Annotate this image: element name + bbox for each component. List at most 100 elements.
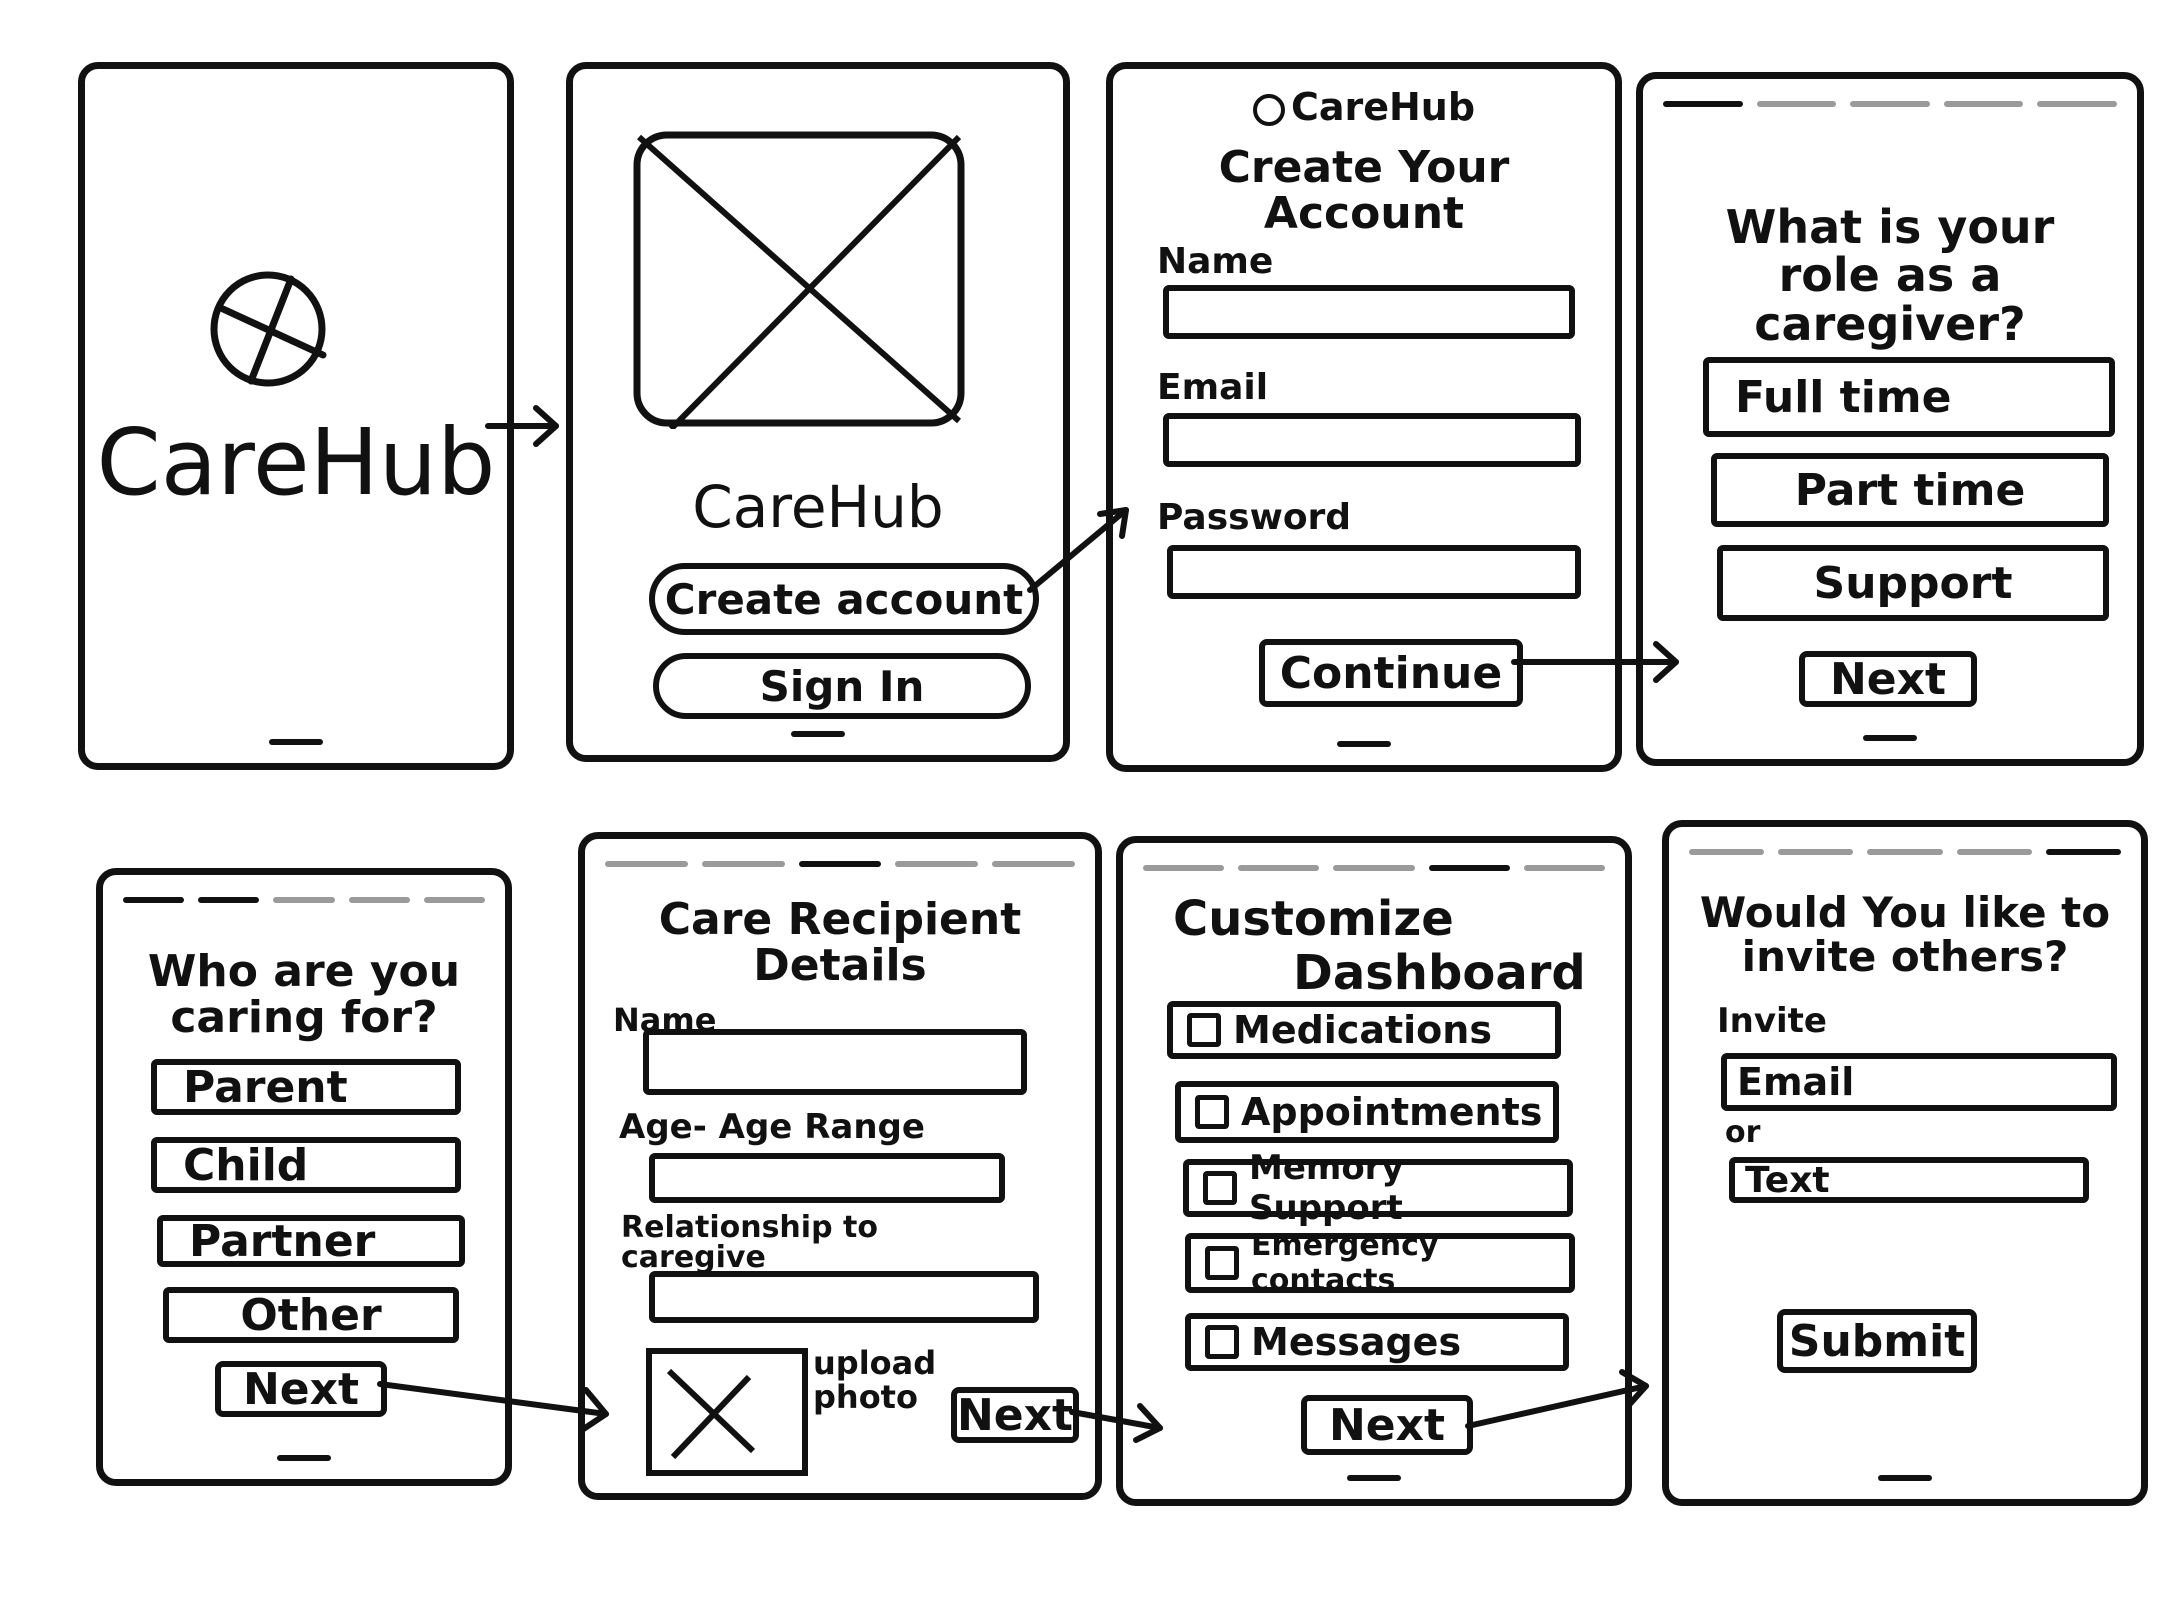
progress-step	[2045, 849, 2122, 855]
invite-email-option[interactable]: Email	[1721, 1053, 2117, 1111]
option-label: Appointments	[1241, 1090, 1543, 1134]
page-title-line2: Dashboard	[1293, 945, 1586, 1001]
progress-step	[1850, 101, 1930, 107]
app-name: CareHub	[96, 409, 496, 516]
name-label: Name	[1157, 241, 1274, 282]
progress-step	[1663, 101, 1743, 107]
screen-welcome: CareHub Create account Sign In	[566, 62, 1070, 762]
home-indicator	[277, 1455, 331, 1461]
option-messages[interactable]: Messages	[1185, 1313, 1569, 1371]
continue-button[interactable]: Continue	[1259, 639, 1523, 707]
home-indicator	[1878, 1475, 1932, 1481]
name-input[interactable]	[1163, 285, 1575, 339]
image-placeholder-icon	[633, 131, 965, 429]
option-other[interactable]: Other	[163, 1287, 459, 1343]
recipient-name-input[interactable]	[643, 1029, 1027, 1095]
progress-step	[1943, 101, 2024, 107]
carehub-logo-icon	[210, 271, 327, 387]
checkbox-icon[interactable]	[1187, 1013, 1221, 1047]
option-full-time[interactable]: Full time	[1703, 357, 2115, 437]
progress-step	[123, 897, 185, 903]
brand-name: CareHub	[1290, 85, 1476, 129]
progress-step	[1238, 865, 1320, 871]
checkbox-icon[interactable]	[1203, 1171, 1237, 1205]
home-indicator	[1337, 741, 1391, 747]
next-button[interactable]: Next	[951, 1387, 1079, 1443]
page-title: Create Your Account	[1218, 142, 1510, 240]
question-title: What is your role as a caregiver?	[1725, 200, 2055, 351]
upload-photo-label: upload photo	[813, 1344, 937, 1416]
home-indicator	[1347, 1475, 1401, 1481]
screen-caring-for: Who are you caring for? Parent Child Par…	[96, 868, 512, 1486]
question-title: Would You like to invite others?	[1699, 888, 2111, 982]
progress-step	[1333, 865, 1415, 871]
checkbox-icon[interactable]	[1195, 1095, 1229, 1129]
option-parent[interactable]: Parent	[151, 1059, 461, 1115]
progress-step	[1523, 865, 1606, 871]
option-memory-support[interactable]: Memory Support	[1183, 1148, 1573, 1228]
progress-bar	[123, 897, 486, 903]
checkbox-icon[interactable]	[1205, 1325, 1239, 1359]
password-label: Password	[1157, 497, 1352, 538]
sign-in-button[interactable]: Sign In	[653, 653, 1031, 719]
option-medications[interactable]: Medications	[1167, 1001, 1561, 1059]
invite-text-option[interactable]: Text	[1729, 1157, 2089, 1203]
or-label: or	[1725, 1115, 1761, 1150]
progress-step	[605, 861, 688, 867]
option-label: Messages	[1251, 1320, 1462, 1364]
home-indicator	[791, 731, 845, 737]
progress-step	[273, 897, 335, 903]
progress-step	[348, 897, 410, 903]
option-support[interactable]: Support	[1717, 545, 2109, 621]
brand-header: CareHub	[1113, 85, 1615, 129]
create-account-button[interactable]: Create account	[649, 563, 1039, 635]
option-label: Emergency contacts	[1251, 1228, 1439, 1298]
email-label: Email	[1157, 367, 1269, 408]
screen-customize-dashboard: Customize Dashboard Medications Appointm…	[1116, 836, 1632, 1506]
submit-button[interactable]: Submit	[1777, 1309, 1977, 1373]
question-title: Who are you caring for?	[147, 946, 461, 1044]
option-child[interactable]: Child	[151, 1137, 461, 1193]
password-input[interactable]	[1167, 545, 1581, 599]
progress-bar	[1689, 849, 2122, 855]
option-appointments[interactable]: Appointments	[1175, 1081, 1559, 1143]
option-part-time[interactable]: Part time	[1711, 453, 2109, 527]
age-label: Age- Age Range	[619, 1107, 925, 1147]
next-button[interactable]: Next	[1301, 1395, 1473, 1455]
next-button[interactable]: Next	[1799, 651, 1977, 707]
progress-step	[1778, 849, 1854, 855]
screen-invite-others: Would You like to invite others? Invite …	[1662, 820, 2148, 1506]
email-input[interactable]	[1163, 413, 1581, 467]
app-name: CareHub	[692, 473, 944, 541]
progress-step	[198, 897, 260, 903]
progress-step	[2037, 101, 2117, 107]
progress-step	[423, 897, 486, 903]
progress-step	[1143, 865, 1225, 871]
screen-caregiver-role: What is your role as a caregiver? Full t…	[1636, 72, 2144, 766]
checkbox-icon[interactable]	[1205, 1246, 1239, 1280]
relationship-input[interactable]	[649, 1271, 1039, 1323]
carehub-logo-icon	[1252, 93, 1285, 126]
progress-step	[1428, 865, 1510, 871]
relationship-label: Relationship to caregive	[621, 1210, 878, 1275]
age-input[interactable]	[649, 1153, 1005, 1203]
photo-placeholder-icon[interactable]	[645, 1347, 809, 1477]
screen-create-account: CareHub Create Your Account Name Email P…	[1106, 62, 1622, 772]
next-button[interactable]: Next	[215, 1361, 387, 1417]
progress-bar	[1143, 865, 1606, 871]
progress-step	[1867, 849, 1943, 855]
home-indicator	[1863, 735, 1917, 741]
page-title-line1: Customize	[1173, 891, 1454, 947]
progress-step	[1756, 101, 1837, 107]
screen-splash: CareHub	[78, 62, 514, 770]
progress-step	[895, 861, 979, 867]
progress-step	[798, 861, 882, 867]
page-title: Care Recipient Details	[658, 894, 1022, 992]
progress-step	[1689, 849, 1765, 855]
progress-bar	[605, 861, 1075, 867]
option-partner[interactable]: Partner	[157, 1215, 465, 1267]
home-indicator	[269, 739, 323, 745]
invite-label: Invite	[1717, 1001, 1827, 1041]
option-emergency-contacts[interactable]: Emergency contacts	[1185, 1228, 1575, 1298]
option-label: Medications	[1233, 1008, 1492, 1052]
